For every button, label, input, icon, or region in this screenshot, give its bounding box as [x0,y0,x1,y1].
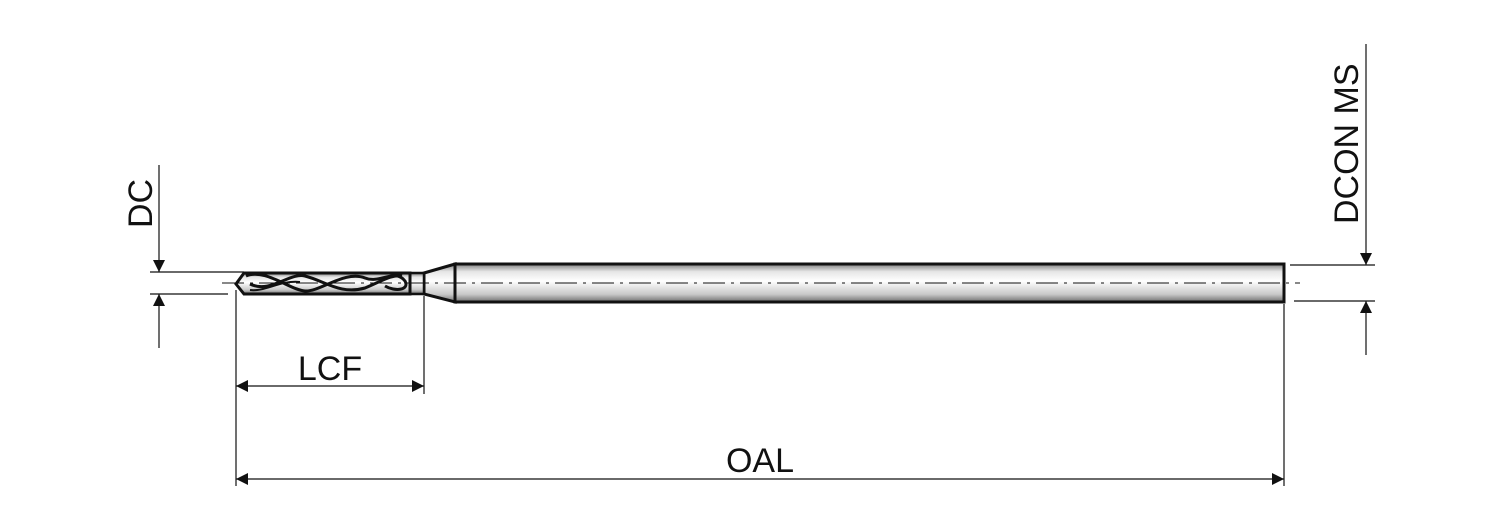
lcf-label: LCF [298,350,362,388]
lcf-dimension: LCF [236,350,424,392]
dcon-ms-dimension: DCON MS [1290,44,1375,355]
oal-dimension: OAL [236,442,1284,485]
dc-dimension: DC [122,165,244,348]
dc-label: DC [122,179,160,228]
drill-neck [408,262,457,304]
dcon-ms-label: DCON MS [1328,63,1366,224]
oal-label: OAL [726,442,794,480]
